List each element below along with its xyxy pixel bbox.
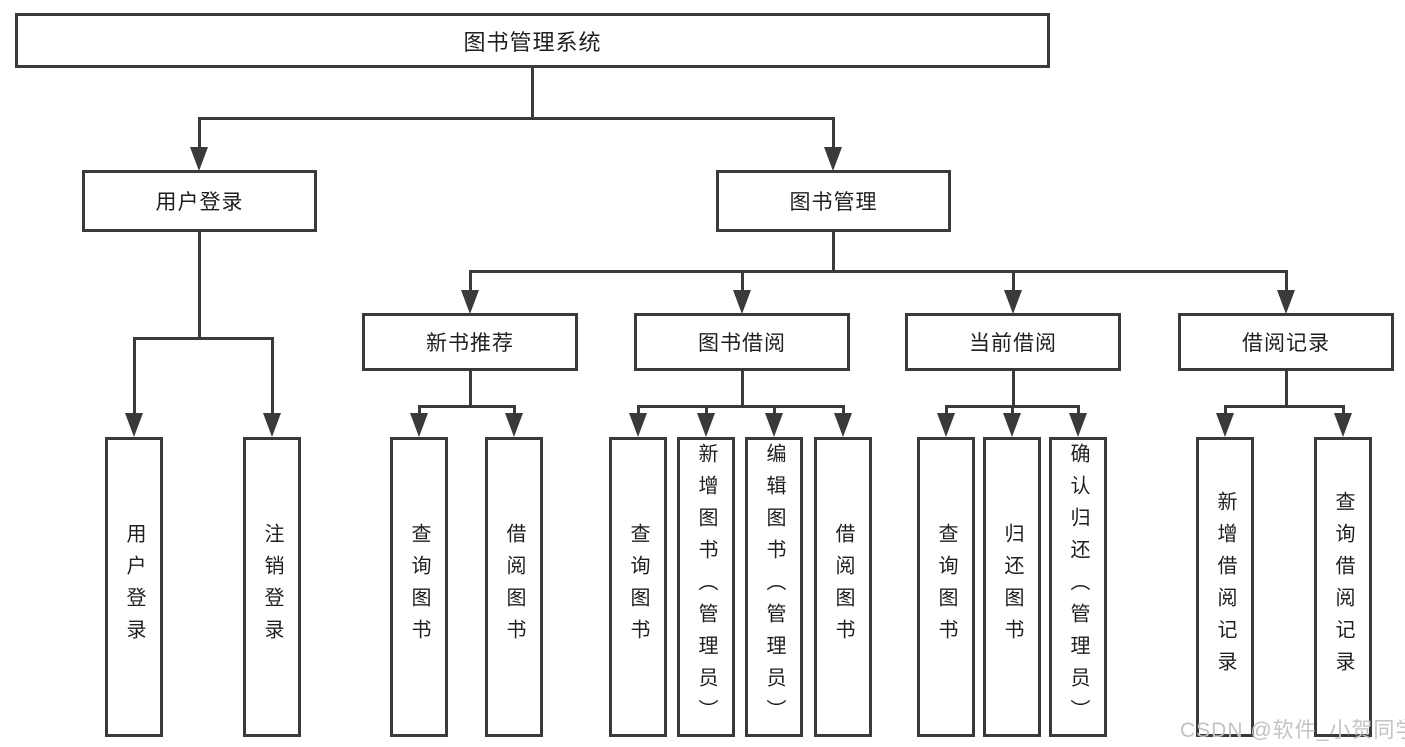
connector-newbooks-bar: [418, 405, 516, 408]
connector-records-drop2: [1342, 405, 1345, 415]
leaf-borrow-books-newbooks: 借阅图书: [485, 437, 543, 737]
connector-root-stem: [531, 68, 534, 118]
arrowhead-to-query-books-2: [629, 413, 647, 437]
arrowhead-to-current-borrow: [1004, 290, 1022, 314]
arrowhead-to-user-login: [190, 147, 208, 171]
node-book-management: 图书管理: [716, 170, 951, 232]
arrowhead-to-confirm-return: [1069, 413, 1087, 437]
connector-bookmgmt-drop3: [1012, 270, 1015, 292]
arrowhead-to-return-books: [1003, 413, 1021, 437]
arrowhead-to-borrow-records: [1277, 290, 1295, 314]
connector-newbooks-drop2: [513, 405, 516, 415]
arrowhead-to-borrow-books-2: [834, 413, 852, 437]
connector-newbooks-stem: [469, 371, 472, 405]
leaf-query-books-bookborrow: 查询图书: [609, 437, 667, 737]
connector-root-left-drop: [198, 117, 201, 150]
arrowhead-to-borrow-books-1: [505, 413, 523, 437]
connector-userlogin-bar: [133, 337, 274, 340]
node-root: 图书管理系统: [15, 13, 1050, 68]
csdn-watermark: CSDN @软件_小贺同学: [1180, 719, 1405, 742]
connector-bookmgmt-bar: [469, 270, 1287, 273]
leaf-add-borrow-record: 新增借阅记录: [1196, 437, 1254, 737]
connector-bookborrow-bar: [637, 405, 845, 408]
arrowhead-to-book-management: [824, 147, 842, 171]
arrowhead-to-leaf-user-login: [125, 413, 143, 437]
leaf-confirm-return-admin: 确认归还（管理员）: [1049, 437, 1107, 737]
arrowhead-to-edit-book: [765, 413, 783, 437]
node-current-borrow: 当前借阅: [905, 313, 1121, 371]
leaf-query-books-currentborrow: 查询图书: [917, 437, 975, 737]
connector-records-drop1: [1224, 405, 1227, 415]
connector-bookmgmt-drop4: [1285, 270, 1288, 292]
connector-currentborrow-drop3: [1077, 405, 1080, 415]
connector-bookmgmt-drop1: [469, 270, 472, 292]
connector-bookmgmt-stem: [832, 232, 835, 270]
arrowhead-to-add-record: [1216, 413, 1234, 437]
connector-userlogin-drop1: [133, 337, 136, 414]
leaf-return-books: 归还图书: [983, 437, 1041, 737]
connector-newbooks-drop1: [418, 405, 421, 415]
arrowhead-to-query-record: [1334, 413, 1352, 437]
connector-bookborrow-drop4: [842, 405, 845, 415]
connector-currentborrow-stem: [1012, 371, 1015, 405]
leaf-borrow-books-bookborrow: 借阅图书: [814, 437, 872, 737]
connector-userlogin-drop2: [271, 337, 274, 414]
node-new-book-recommend: 新书推荐: [362, 313, 578, 371]
connector-records-stem: [1285, 371, 1288, 405]
node-book-borrow: 图书借阅: [634, 313, 850, 371]
connector-root-right-drop: [832, 117, 835, 150]
leaf-query-borrow-record: 查询借阅记录: [1314, 437, 1372, 737]
arrowhead-to-new-book-recommend: [461, 290, 479, 314]
arrowhead-to-book-borrow: [733, 290, 751, 314]
arrowhead-to-add-book: [697, 413, 715, 437]
connector-bookborrow-stem: [741, 371, 744, 405]
connector-currentborrow-drop2: [1011, 405, 1014, 415]
node-borrow-records: 借阅记录: [1178, 313, 1394, 371]
node-user-login: 用户登录: [82, 170, 317, 232]
leaf-query-books-newbooks: 查询图书: [390, 437, 448, 737]
leaf-add-book-admin: 新增图书（管理员）: [677, 437, 735, 737]
leaf-edit-book-admin: 编辑图书（管理员）: [745, 437, 803, 737]
connector-currentborrow-drop1: [945, 405, 948, 415]
arrowhead-to-query-books-1: [410, 413, 428, 437]
connector-userlogin-stem: [198, 232, 201, 337]
leaf-logout: 注销登录: [243, 437, 301, 737]
arrowhead-to-leaf-logout: [263, 413, 281, 437]
connector-bookborrow-drop3: [773, 405, 776, 415]
connector-bookborrow-drop2: [705, 405, 708, 415]
arrowhead-to-query-books-3: [937, 413, 955, 437]
connector-bookborrow-drop1: [637, 405, 640, 415]
connector-records-bar: [1224, 405, 1345, 408]
leaf-user-login: 用户登录: [105, 437, 163, 737]
connector-root-bar: [198, 117, 835, 120]
connector-bookmgmt-drop2: [741, 270, 744, 292]
